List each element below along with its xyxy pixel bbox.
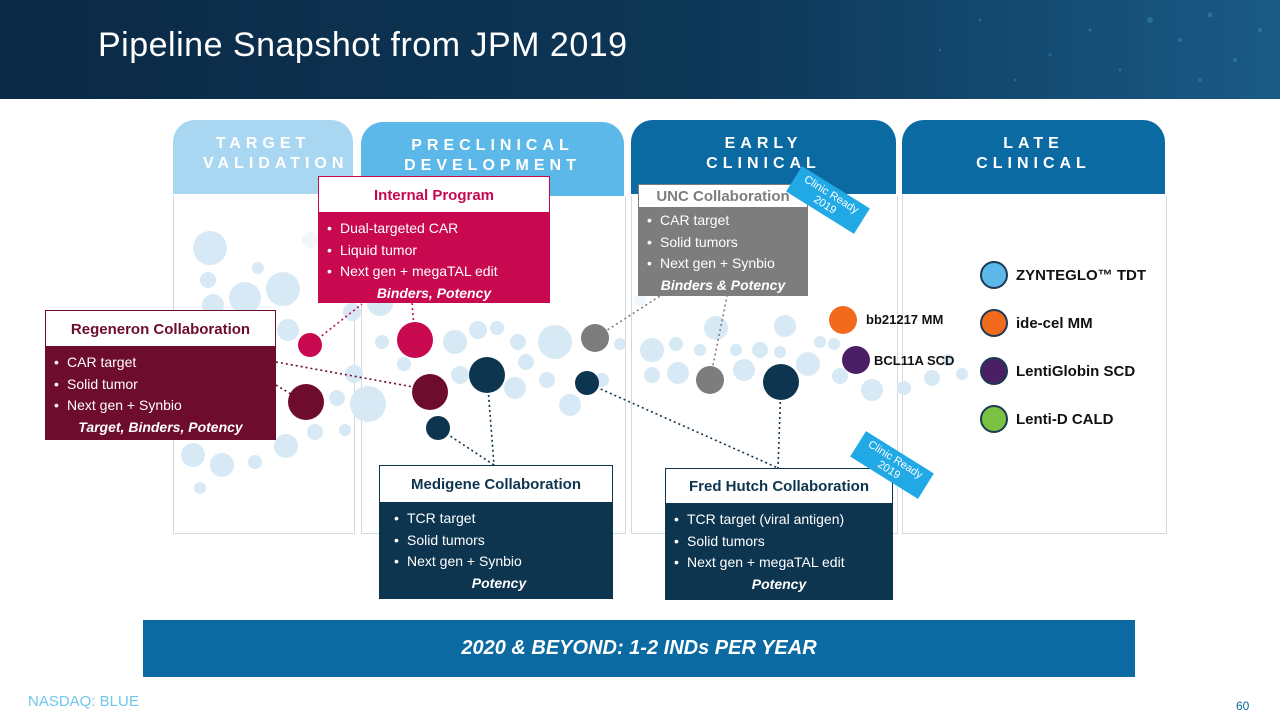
callout-item: Next gen + Synbio [646,253,800,275]
callout-title: Medigene Collaboration [379,465,613,503]
stage-label: TARGET VALIDATION [203,135,349,172]
legend-label: Lenti-D CALD [1016,410,1114,428]
legend-dot [980,405,1008,433]
callout-title: Fred Hutch Collaboration [665,468,893,504]
stage-label: EARLY CLINICAL [706,135,821,172]
legend-item: ide-cel MM [980,307,1093,339]
legend-item: ZYNTEGLO™ TDT [980,259,1146,291]
callout-footer: Binders, Potency [376,284,492,301]
callout-title: UNC Collaboration [638,184,808,208]
program-label-bcl11a: BCL11A SCD [874,353,955,368]
legend-label: ZYNTEGLO™ TDT [1016,266,1146,284]
callout-item: TCR target [393,508,605,530]
page-number: 60 [1236,699,1250,713]
stage-late-clinical: LATE CLINICAL [902,120,1165,194]
callout-item: Solid tumors [393,530,605,552]
callout-body: CAR target Solid tumor Next gen + Synbio… [45,347,276,440]
legend-dot [980,309,1008,337]
callout-footer: Target, Binders, Potency [78,418,243,435]
callout-item: Liquid tumor [326,240,542,262]
callout-unc: UNC Collaboration CAR target Solid tumor… [638,184,808,296]
callout-item: Next gen + megaTAL edit [326,261,542,283]
callout-item: CAR target [53,352,268,374]
stage-label: PRECLINICAL DEVELOPMENT [404,137,581,174]
callout-body: Dual-targeted CAR Liquid tumor Next gen … [318,213,550,303]
callout-item: Solid tumors [673,531,885,553]
callout-body: TCR target (viral antigen) Solid tumors … [665,504,893,600]
stage-early-clinical: EARLY CLINICAL [631,120,896,194]
program-label-bb21217: bb21217 MM [866,312,944,327]
header-banner: Pipeline Snapshot from JPM 2019 [0,0,1280,99]
future-banner: 2020 & BEYOND: 1-2 INDs PER YEAR [143,620,1135,677]
callout-item: CAR target [646,210,800,232]
callout-regeneron: Regeneron Collaboration CAR target Solid… [45,310,276,440]
callout-item: Solid tumor [53,374,268,396]
header-decoration [0,0,1280,99]
callout-item: Next gen + Synbio [53,395,268,417]
legend-label: LentiGlobin SCD [1016,362,1136,380]
callout-internal-program: Internal Program Dual-targeted CAR Liqui… [318,176,550,303]
callout-footer: Potency [471,574,527,591]
callout-footer: Potency [751,575,807,592]
ticker-label: NASDAQ: BLUE [28,693,139,710]
callout-fred-hutch: Fred Hutch Collaboration TCR target (vir… [665,468,893,600]
callout-title: Internal Program [318,176,550,213]
callout-footer: Binders & Potency [660,276,786,293]
stage-label: LATE CLINICAL [976,135,1091,172]
legend-dot [980,357,1008,385]
stage-target-validation: TARGET VALIDATION [173,120,353,194]
callout-title: Regeneron Collaboration [45,310,276,347]
program-dot-bcl11a [842,346,870,374]
callout-item: Dual-targeted CAR [326,218,542,240]
callout-item: Next gen + Synbio [393,551,605,573]
callout-body: CAR target Solid tumors Next gen + Synbi… [638,208,808,296]
legend-item: Lenti-D CALD [980,403,1114,435]
callout-item: Solid tumors [646,232,800,254]
legend-item: LentiGlobin SCD [980,355,1135,387]
program-dot-bb21217 [829,306,857,334]
callout-item: TCR target (viral antigen) [673,509,885,531]
legend-label: ide-cel MM [1016,314,1093,332]
legend-dot [980,261,1008,289]
page-title: Pipeline Snapshot from JPM 2019 [98,26,628,64]
callout-medigene: Medigene Collaboration TCR target Solid … [379,465,613,599]
callout-item: Next gen + megaTAL edit [673,552,885,574]
callout-body: TCR target Solid tumors Next gen + Synbi… [379,503,613,599]
